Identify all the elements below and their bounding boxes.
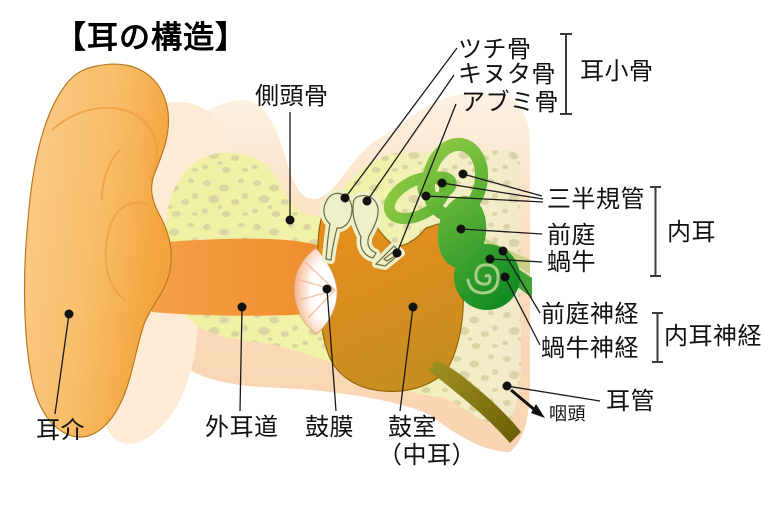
auricle-shape	[23, 63, 172, 438]
cochlea-spiral	[466, 263, 500, 295]
eustachian-tube-shape	[428, 360, 521, 443]
label-tympanic-cavity-sub: （中耳）	[378, 441, 476, 469]
incus-shape	[352, 195, 379, 259]
label-vestibular-nerve: 前庭神経	[541, 300, 639, 328]
label-incus: キヌタ骨	[458, 60, 556, 88]
label-vestibule: 前庭	[547, 221, 596, 249]
label-eustachian-tube: 耳管	[606, 387, 655, 415]
marker-dots	[64, 169, 512, 391]
label-temporal-bone: 側頭骨	[255, 82, 329, 110]
label-ear-canal: 外耳道	[205, 413, 279, 441]
bracket-vestibulocochlear-nerve	[652, 312, 663, 363]
label-auricle: 耳介	[36, 416, 85, 444]
eardrum-shape	[293, 247, 338, 335]
leader-lines	[54, 47, 601, 415]
label-stapes: アブミ骨	[461, 88, 559, 116]
malleus-shape	[323, 192, 353, 261]
label-cochlear-nerve: 蝸牛神経	[541, 334, 639, 362]
label-vestibulocochlear-nerve: 内耳神経	[664, 322, 762, 350]
bracket-ossicles	[560, 33, 572, 115]
label-cochlea: 蝸牛	[547, 248, 596, 276]
bracket-inner-ear	[650, 186, 661, 277]
auricle-ridges	[51, 106, 158, 301]
pharynx-arrow	[510, 388, 545, 418]
label-tympanic-cavity: 鼓室	[388, 413, 437, 441]
label-semicircular-canals: 三半規管	[547, 185, 645, 213]
ear-canal-shape	[145, 238, 335, 316]
label-eardrum: 鼓膜	[305, 413, 354, 441]
label-pharynx: 咽頭	[549, 404, 586, 425]
label-malleus: ツチ骨	[458, 35, 532, 63]
label-inner-ear: 内耳	[667, 218, 716, 246]
page-title: 【耳の構造】	[55, 20, 247, 56]
label-ossicles: 耳小骨	[580, 57, 654, 85]
